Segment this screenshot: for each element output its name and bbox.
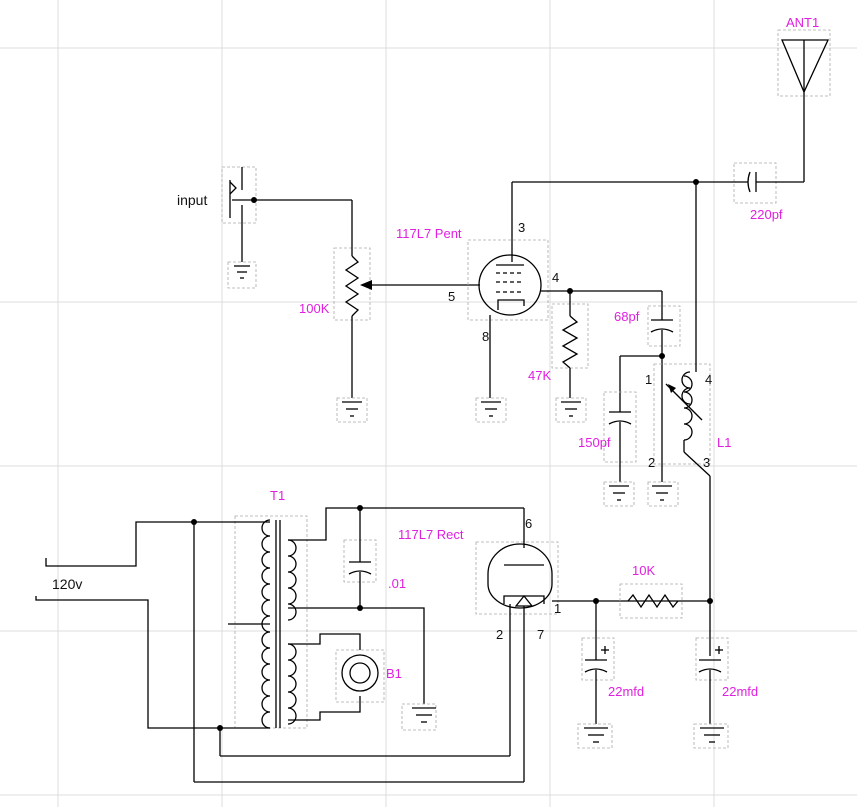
label-coil-pin4: 4 xyxy=(705,372,713,387)
antenna-symbol xyxy=(777,29,831,182)
label-rectifier-pin7: 7 xyxy=(537,627,545,642)
label-rectifier-pin6: 6 xyxy=(525,516,533,531)
label-cap-68pf: 68pf xyxy=(614,309,640,324)
label-120v: 120v xyxy=(52,576,83,592)
transformer-t1 xyxy=(194,507,425,729)
pentode-tube-117l7 xyxy=(467,182,662,398)
label-pentode-pin8: 8 xyxy=(482,329,490,344)
label-rectifier-tube: 117L7 Rect xyxy=(398,527,464,542)
mains-wiring xyxy=(35,519,524,783)
potentiometer-100k xyxy=(333,200,480,398)
capacitor-68pf xyxy=(619,291,681,412)
ground-22mfd-right xyxy=(693,723,729,749)
resistor-10k xyxy=(619,583,683,619)
lamp-b1 xyxy=(335,649,385,703)
ground-150pf xyxy=(603,481,635,507)
ground-coil xyxy=(647,481,679,507)
label-input: input xyxy=(177,192,208,208)
resistor-47k xyxy=(551,291,589,398)
label-rectifier-pin1: 1 xyxy=(554,601,562,616)
capacitor-01 xyxy=(343,505,377,611)
label-cap-22mfd-left: 22mfd xyxy=(608,684,645,699)
capacitor-220pf xyxy=(512,162,804,204)
label-rectifier-pin2: 2 xyxy=(496,627,504,642)
ground-47k xyxy=(555,397,587,423)
label-cap-01: .01 xyxy=(388,576,407,591)
label-pentode-pin3: 3 xyxy=(518,220,526,235)
ground-pentode xyxy=(475,397,507,423)
ground-pot xyxy=(336,397,368,423)
label-resistor-10k: 10K xyxy=(632,563,656,578)
capacitor-150pf xyxy=(603,391,637,482)
label-resistor-47k: 47K xyxy=(528,368,552,383)
label-coil-pin2: 2 xyxy=(648,455,656,470)
ground-t1 xyxy=(401,703,437,731)
label-cap-22mfd-right: 22mfd xyxy=(722,684,759,699)
label-pentode-tube: 117L7 Pent xyxy=(396,226,462,241)
label-lamp-b1: B1 xyxy=(386,666,402,681)
coil-l1 xyxy=(653,182,711,656)
capacitor-22mfd-left xyxy=(581,601,615,724)
label-coil-l1: L1 xyxy=(717,435,732,450)
label-cap-220pf: 220pf xyxy=(750,207,783,222)
label-pentode-pin5: 5 xyxy=(448,289,456,304)
label-pentode-pin4: 4 xyxy=(552,270,560,285)
capacitor-22mfd-right xyxy=(695,637,729,724)
label-transformer-t1: T1 xyxy=(270,488,286,503)
ground-22mfd-left xyxy=(577,723,613,749)
label-cap-150pf: 150pf xyxy=(578,435,611,450)
label-coil-pin1: 1 xyxy=(645,372,653,387)
rectifier-tube-117l7 xyxy=(360,507,713,782)
label-coil-pin3: 3 xyxy=(703,455,711,470)
label-pot-100k: 100K xyxy=(299,301,330,316)
label-ant1: ANT1 xyxy=(786,15,820,30)
input-jack xyxy=(221,166,352,262)
ground-input xyxy=(227,261,257,289)
